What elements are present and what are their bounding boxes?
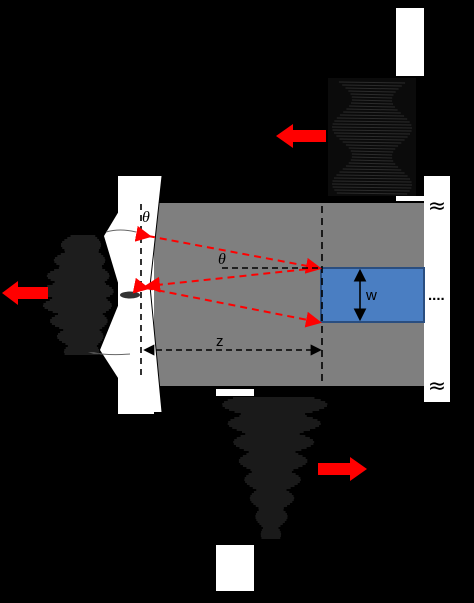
z-label: z	[216, 333, 224, 350]
top-right-post	[396, 8, 424, 76]
arc-top	[105, 229, 137, 233]
bottom-pulse-waveform	[222, 397, 328, 539]
continuation-dots: ....	[428, 287, 445, 304]
ray-upper	[134, 225, 322, 274]
bottom-post-cap	[216, 389, 254, 396]
focal-spot	[120, 291, 140, 299]
upper-pulse-waveform	[328, 78, 416, 196]
arc-bottom	[87, 351, 131, 356]
bottom-right-arrow	[318, 457, 367, 481]
bottom-post	[216, 545, 254, 591]
left-arrow	[2, 281, 48, 305]
wave-break-bottom: ≈	[428, 374, 446, 399]
wave-break-top: ≈	[428, 194, 446, 219]
upper-post-base	[396, 196, 424, 201]
ray-return	[144, 267, 319, 293]
ray-lower	[132, 277, 322, 328]
left-pulse-waveform	[39, 235, 114, 355]
theta-label-mid: θ	[218, 251, 226, 268]
w-label: w	[365, 287, 377, 304]
blue-block	[320, 267, 425, 323]
right-wall	[424, 176, 450, 402]
theta-label-top: θ	[142, 209, 150, 226]
upper-left-arrow	[276, 124, 326, 148]
